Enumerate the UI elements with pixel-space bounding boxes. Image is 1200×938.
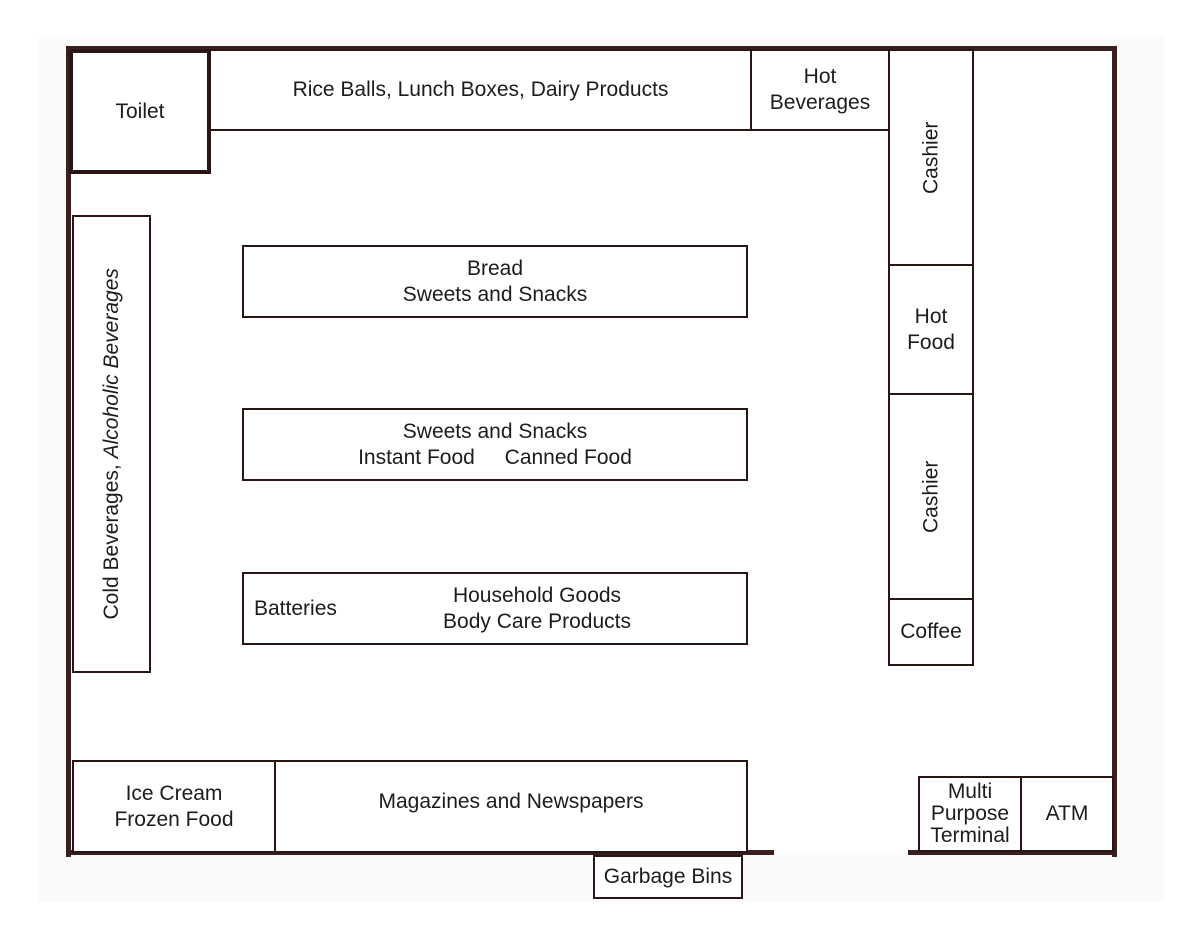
wall-right — [1112, 46, 1117, 857]
wall-top — [68, 46, 1117, 51]
coffee-counter: Coffee — [888, 598, 974, 666]
cashier-bottom: Cashier — [888, 393, 974, 600]
rice-balls-shelf: Rice Balls, Lunch Boxes, Dairy Products — [209, 49, 752, 131]
mpt-line3: Terminal — [930, 824, 1010, 848]
cashier-bottom-label: Cashier — [919, 460, 943, 533]
alcoholic-beverages-label: Alcoholic Beverages — [99, 268, 123, 459]
ice-cream-label: Ice Cream — [125, 781, 223, 805]
cold-beverages-text: Cold Beverages, Alcoholic Beverages — [99, 268, 125, 619]
magazines-label: Magazines and Newspapers — [378, 789, 644, 813]
aisle-2-line1: Sweets and Snacks — [402, 419, 588, 443]
aisle-1-line2: Sweets and Snacks — [402, 282, 588, 306]
cold-beverages-label: Cold Beverages, — [99, 464, 123, 620]
garbage-bins: Garbage Bins — [593, 855, 743, 899]
aisle-3-line2: Body Care Products — [443, 609, 631, 633]
hot-food-line2: Food — [907, 330, 955, 354]
batteries-label: Batteries — [254, 597, 337, 620]
aisle-3-line1: Household Goods — [452, 583, 622, 607]
canned-food-label: Canned Food — [504, 445, 632, 469]
atm-label: ATM — [1045, 802, 1089, 826]
toilet-label: Toilet — [115, 99, 165, 123]
multi-purpose-terminal: Multi Purpose Terminal — [918, 776, 1022, 852]
aisle-1-line1: Bread — [466, 256, 524, 280]
mpt-line1: Multi — [947, 779, 993, 803]
hot-beverages-line2: Beverages — [769, 91, 871, 114]
aisle-household-shelf: Batteries Household Goods Body Care Prod… — [242, 572, 748, 645]
mpt-line2: Purpose — [930, 801, 1010, 825]
coffee-label: Coffee — [900, 620, 962, 644]
aisle-bread-shelf: Bread Sweets and Snacks — [242, 245, 748, 318]
cashier-top-label: Cashier — [919, 121, 943, 194]
aisle-snacks-shelf: Sweets and Snacks Instant Food Canned Fo… — [242, 408, 748, 481]
wall-left — [66, 46, 71, 857]
cashier-top: Cashier — [888, 49, 974, 266]
hot-food-line1: Hot — [914, 304, 948, 328]
aisle-2-line2: Instant Food Canned Food — [358, 445, 632, 471]
atm-machine: ATM — [1020, 776, 1114, 852]
hot-food-counter: Hot Food — [888, 264, 974, 395]
cold-beverages-shelf: Cold Beverages, Alcoholic Beverages — [72, 215, 151, 673]
frozen-food-label: Frozen Food — [114, 807, 234, 831]
hot-beverages-line1: Hot — [803, 65, 837, 89]
hot-beverages-shelf: Hot Beverages — [750, 49, 890, 131]
toilet-room: Toilet — [69, 49, 211, 174]
rice-balls-label: Rice Balls, Lunch Boxes, Dairy Products — [292, 78, 669, 102]
garbage-bins-label: Garbage Bins — [603, 865, 733, 889]
ice-cream-freezer: Ice Cream Frozen Food — [72, 760, 276, 853]
wall-bottom-right — [908, 850, 1117, 855]
instant-food-label: Instant Food — [358, 445, 475, 469]
magazines-shelf: Magazines and Newspapers — [274, 760, 748, 853]
